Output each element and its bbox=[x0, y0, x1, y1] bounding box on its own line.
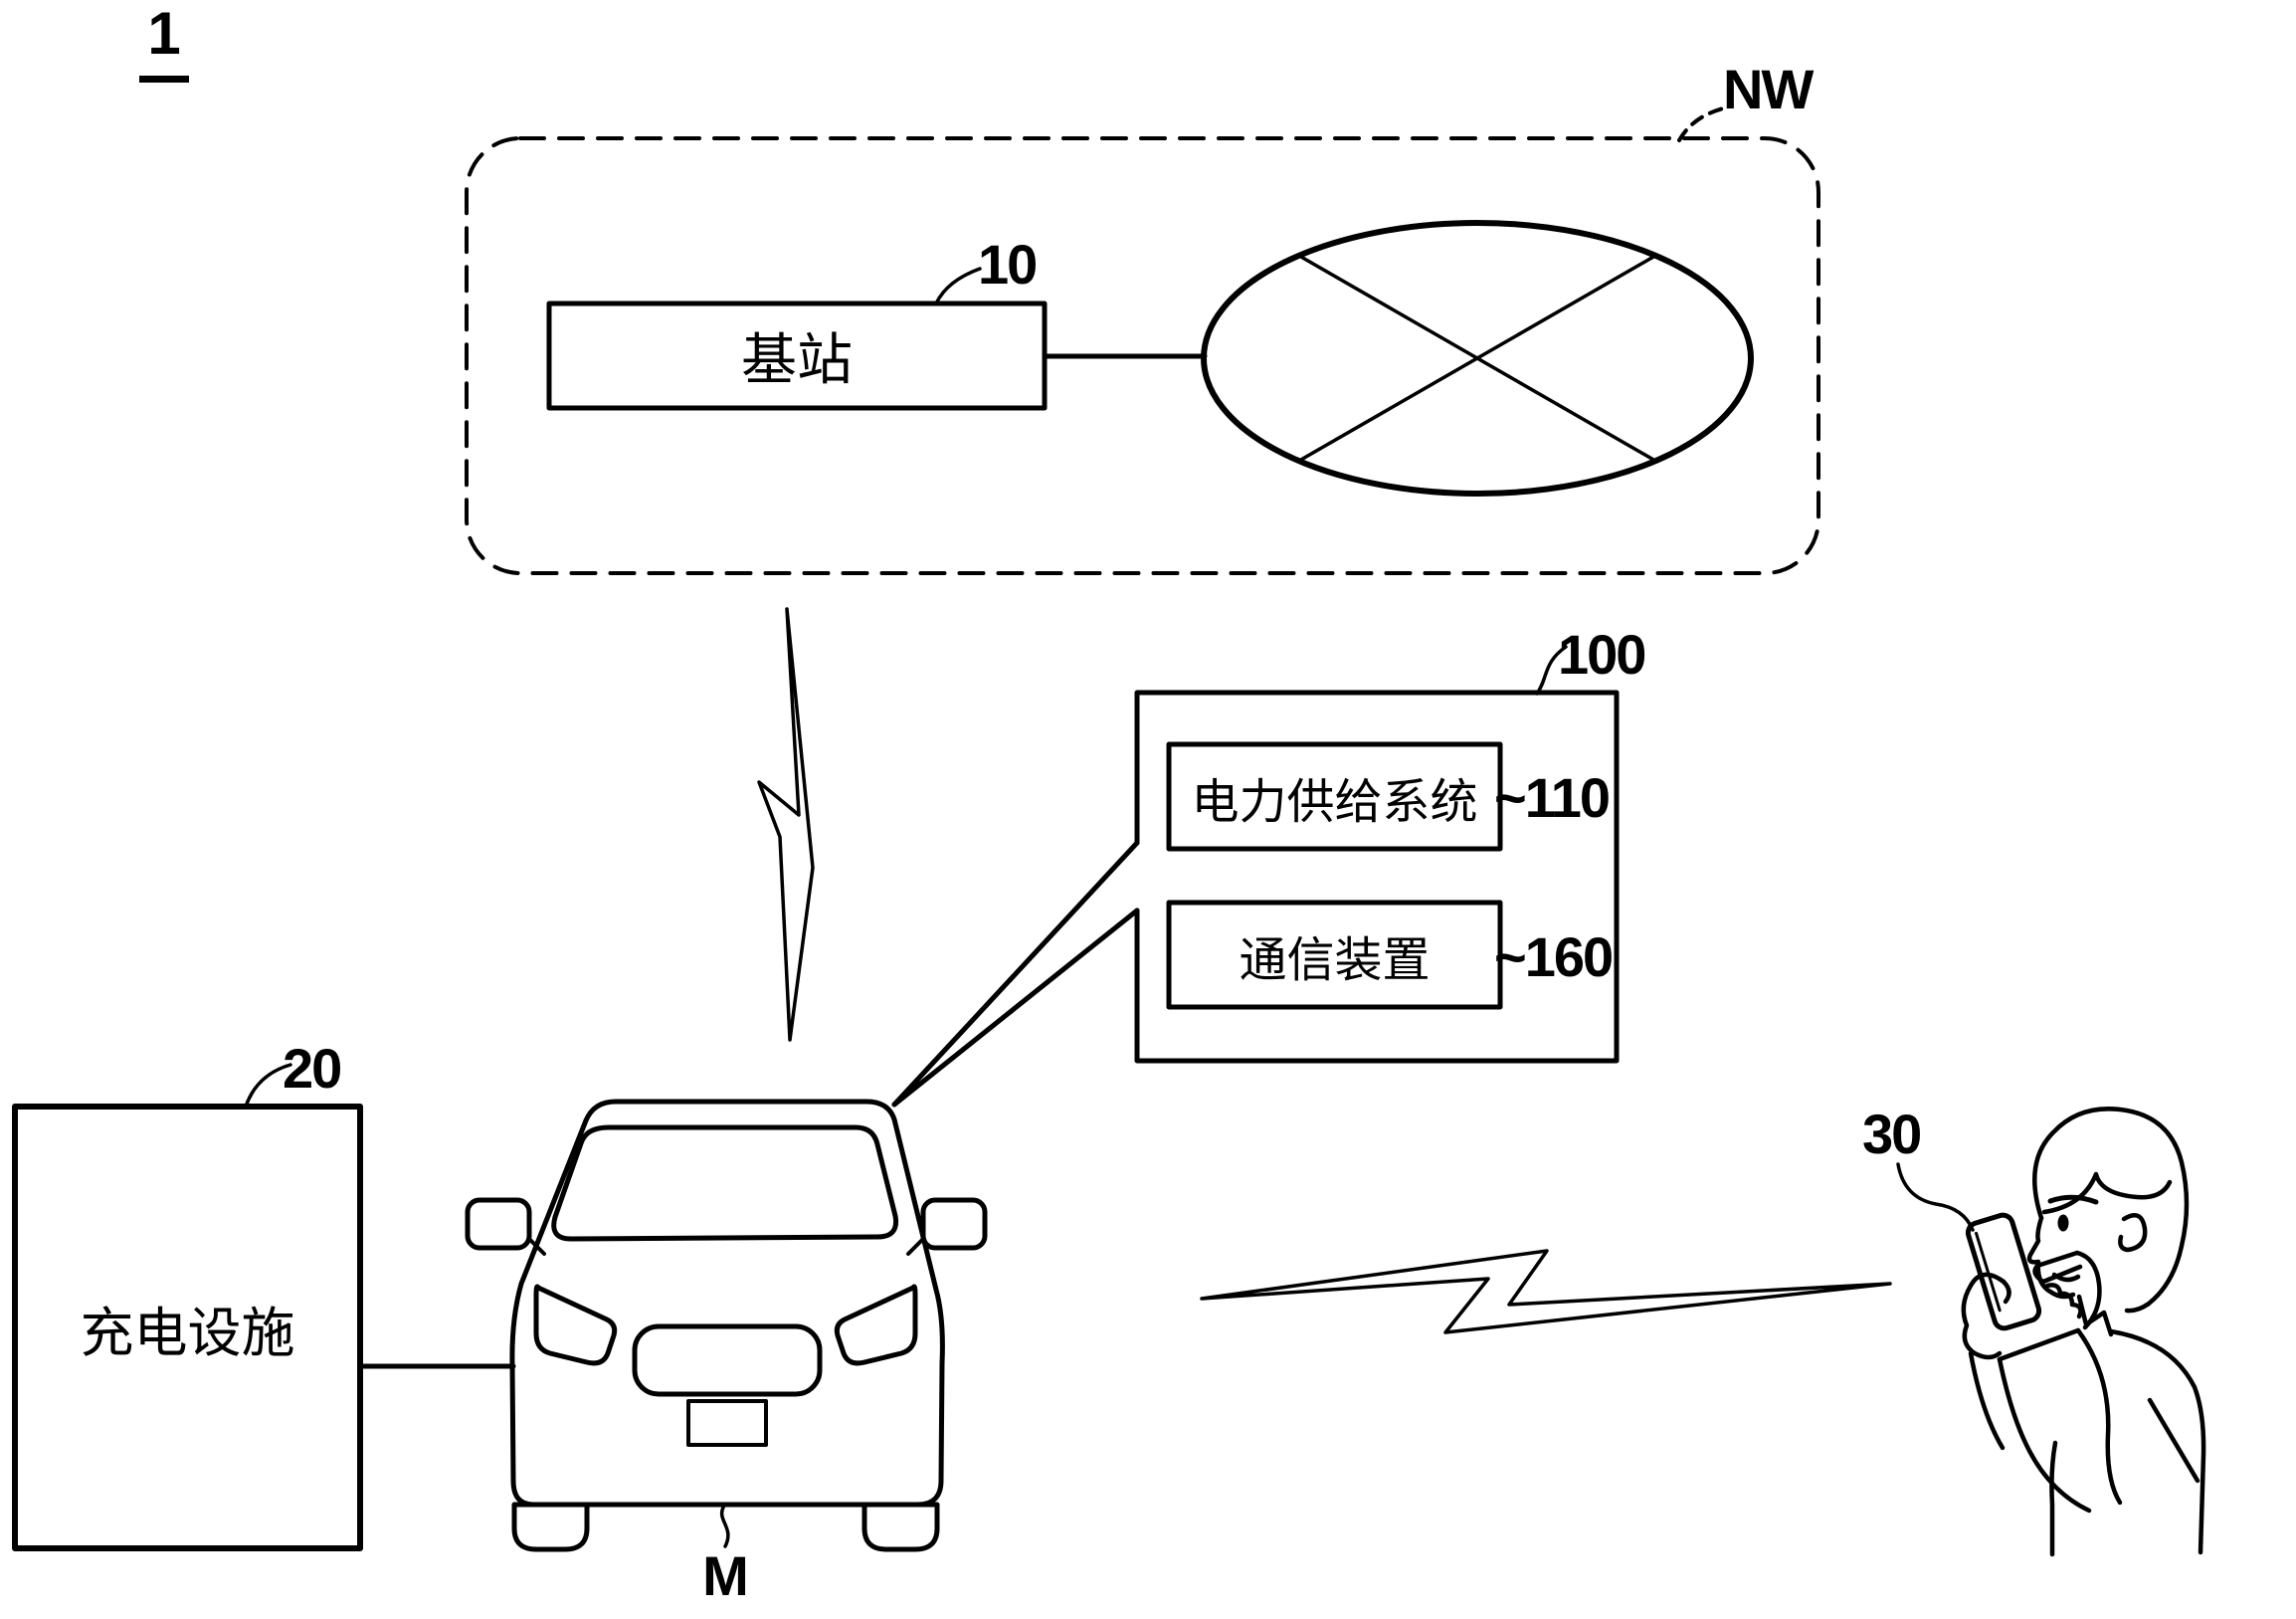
car-headlight-left bbox=[533, 1284, 618, 1366]
charging-facility-box bbox=[12, 1063, 363, 1551]
car-body bbox=[509, 1099, 945, 1508]
user-sleeve-cuff bbox=[1997, 1327, 2081, 1362]
base-station-name: 基站 bbox=[741, 328, 853, 391]
car-mirror-right bbox=[920, 1197, 988, 1251]
user-ear bbox=[2118, 1213, 2148, 1253]
charging-facility-name: 充电设施 bbox=[80, 1303, 295, 1363]
callout-pointer-upper bbox=[891, 840, 1140, 1108]
power-supply-ref-label: ~110 bbox=[1494, 766, 1611, 829]
wireless-link-bolt-horizontal bbox=[1200, 1249, 1892, 1334]
figure-number-label: 1 bbox=[139, 4, 189, 83]
car-wheel-right bbox=[861, 1502, 940, 1552]
nw-leader-line bbox=[1677, 105, 1729, 142]
user-right-hand-edge bbox=[2074, 1250, 2102, 1330]
user-back-arm-line bbox=[2147, 1397, 2200, 1484]
user-figure bbox=[1896, 1107, 2206, 1557]
power-supply-box bbox=[1166, 741, 1503, 852]
ref-M-leader-squiggle bbox=[720, 1504, 730, 1548]
base-station-ref-label: 10 bbox=[978, 233, 1038, 296]
ref-20-leader-line bbox=[244, 1063, 292, 1109]
vehicle-ref-label: M bbox=[702, 1544, 749, 1607]
ref-100-leader-line bbox=[1535, 645, 1568, 696]
communication-device-box bbox=[1166, 900, 1503, 1010]
network-boundary-dashed-box bbox=[465, 105, 1820, 575]
user-shoulder-back bbox=[2108, 1328, 2206, 1555]
callout-pointer-lower bbox=[891, 908, 1140, 1108]
power-supply-system-name: 电力供给系统 bbox=[1191, 775, 1478, 829]
wireless-link-bolt-vertical bbox=[757, 607, 815, 1042]
user-pointing-finger bbox=[2032, 1250, 2083, 1285]
user-left-wrist bbox=[1968, 1350, 2006, 1451]
user-sleeve-right-edge bbox=[2075, 1327, 2123, 1506]
network-ref-label: NW bbox=[1723, 58, 1814, 120]
ref-10-leader-line bbox=[934, 267, 982, 305]
ref-30-leader-line bbox=[1896, 1162, 1975, 1232]
user-terminal-ref-label: 30 bbox=[1862, 1103, 1922, 1165]
user-face-profile bbox=[2026, 1215, 2076, 1300]
network-cell-symbol bbox=[1201, 220, 1754, 497]
smartphone bbox=[1965, 1212, 2042, 1331]
vehicle-system-box bbox=[891, 645, 1620, 1108]
user-eye bbox=[2057, 1214, 2069, 1232]
user-hairline bbox=[2041, 1171, 2173, 1215]
user-curled-fingers bbox=[2044, 1283, 2083, 1319]
car-headlight-right bbox=[834, 1284, 918, 1366]
user-eyebrow bbox=[2047, 1194, 2099, 1205]
user-left-thumb bbox=[2001, 1279, 2011, 1305]
vehicle-system-ref-label: 100 bbox=[1558, 623, 1646, 686]
charging-facility-ref-label: 20 bbox=[283, 1037, 342, 1100]
car-windshield bbox=[551, 1124, 899, 1242]
user-head bbox=[2032, 1107, 2190, 1314]
car-wheel-left bbox=[511, 1502, 590, 1552]
user-torso-front bbox=[2049, 1440, 2058, 1557]
car-license-plate bbox=[686, 1399, 768, 1447]
vehicle-drawing bbox=[465, 1099, 988, 1552]
communication-ref-label: ~160 bbox=[1494, 925, 1614, 988]
user-left-hand bbox=[1961, 1272, 2007, 1360]
communication-device-name: 通信装置 bbox=[1239, 933, 1431, 987]
user-sleeve-left-edge bbox=[1997, 1356, 2092, 1514]
car-grille bbox=[632, 1323, 823, 1397]
car-mirror-left bbox=[465, 1197, 532, 1251]
